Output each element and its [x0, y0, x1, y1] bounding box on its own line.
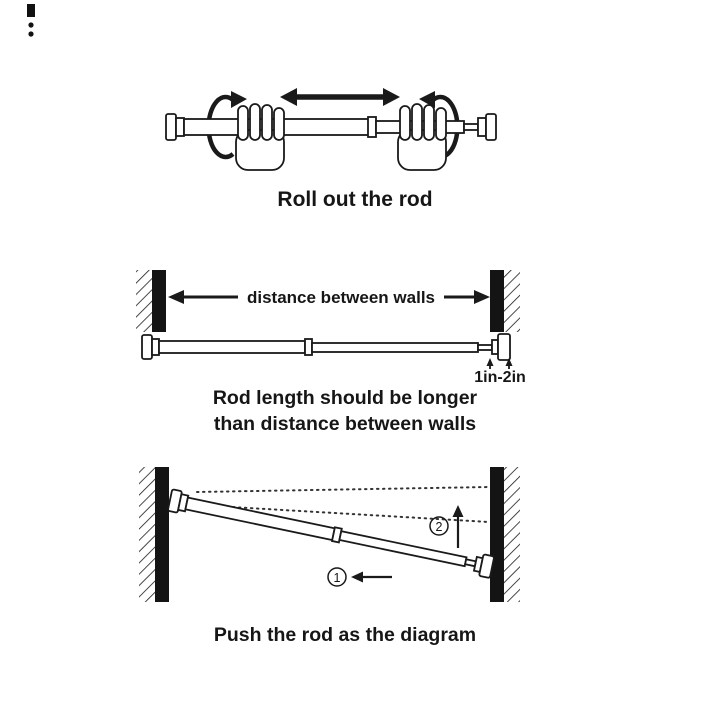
- caption-length-line1: Rod length should be longer: [213, 387, 478, 409]
- distance-label: distance between walls: [247, 288, 435, 307]
- distance-arrow-icon: [168, 290, 490, 304]
- target-guide-bottom: [196, 504, 490, 523]
- panel-push-rod: 2 1 Push the rod as the diagram: [139, 467, 520, 646]
- step1-left-arrow-icon: [351, 571, 392, 583]
- step1-marker: 1: [327, 567, 347, 587]
- target-guide-top: [196, 486, 490, 493]
- right-wall-hatch-3: [504, 467, 520, 602]
- right-wall-3: [490, 467, 504, 602]
- right-hand: [397, 103, 447, 171]
- step2-digit: 2: [436, 520, 443, 534]
- left-wall-hatch: [136, 270, 152, 332]
- rod-panel3: [167, 488, 495, 579]
- caption-roll-out: Roll out the rod: [277, 188, 432, 211]
- corner-bar: [27, 4, 35, 17]
- caption-push: Push the rod as the diagram: [214, 624, 476, 646]
- step2-up-arrow-icon: [452, 505, 464, 548]
- right-wall: [490, 270, 504, 332]
- left-wall-hatch-3: [139, 467, 155, 602]
- left-wall-3: [155, 467, 169, 602]
- corner-dot-1: [28, 22, 34, 28]
- corner-artifact: [27, 4, 35, 37]
- rod-panel2: [141, 333, 511, 361]
- step1-digit: 1: [334, 571, 341, 585]
- overhang-arrows-icon: [486, 358, 513, 369]
- panel-rod-length: distance between walls 1in-2in Rod lengt…: [136, 270, 526, 435]
- overhang-label: 1in-2in: [474, 369, 526, 386]
- caption-length-line2: than distance between walls: [214, 413, 476, 435]
- extend-arrow-icon: [280, 88, 400, 106]
- corner-dot-2: [28, 31, 34, 37]
- left-hand: [235, 103, 285, 171]
- panel-roll-out: Roll out the rod: [165, 88, 497, 211]
- left-wall: [152, 270, 166, 332]
- step2-marker: 2: [429, 516, 449, 536]
- right-wall-hatch: [504, 270, 520, 332]
